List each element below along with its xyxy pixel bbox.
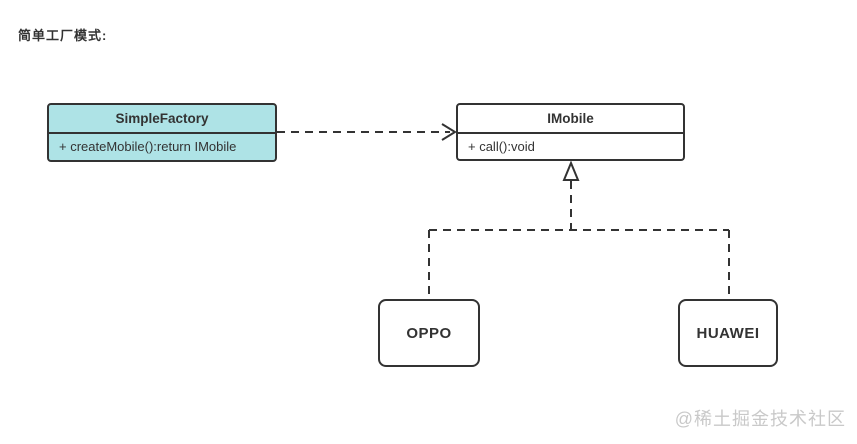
impl-node-oppo: OPPO: [378, 299, 480, 367]
watermark: @稀土掘金技术社区: [674, 409, 846, 429]
class-method-call: + call():void: [468, 139, 535, 154]
page-title: 简单工厂模式:: [18, 28, 108, 43]
class-name-simplefactory: SimpleFactory: [49, 105, 275, 134]
class-name-imobile: IMobile: [458, 105, 683, 134]
class-node-simplefactory: SimpleFactory + createMobile():return IM…: [47, 103, 277, 162]
class-method-createmobile: + createMobile():return IMobile: [59, 139, 237, 154]
realization-connector: [428, 160, 730, 298]
dependency-arrow-factory-to-imobile: [277, 123, 457, 141]
hollow-triangle-arrowhead-icon: [562, 160, 580, 181]
open-arrowhead-icon: [441, 123, 457, 141]
impl-node-huawei: HUAWEI: [678, 299, 778, 367]
class-node-imobile: IMobile + call():void: [456, 103, 685, 161]
impl-node-huawei-label: HUAWEI: [696, 324, 760, 342]
impl-node-oppo-label: OPPO: [406, 324, 452, 342]
